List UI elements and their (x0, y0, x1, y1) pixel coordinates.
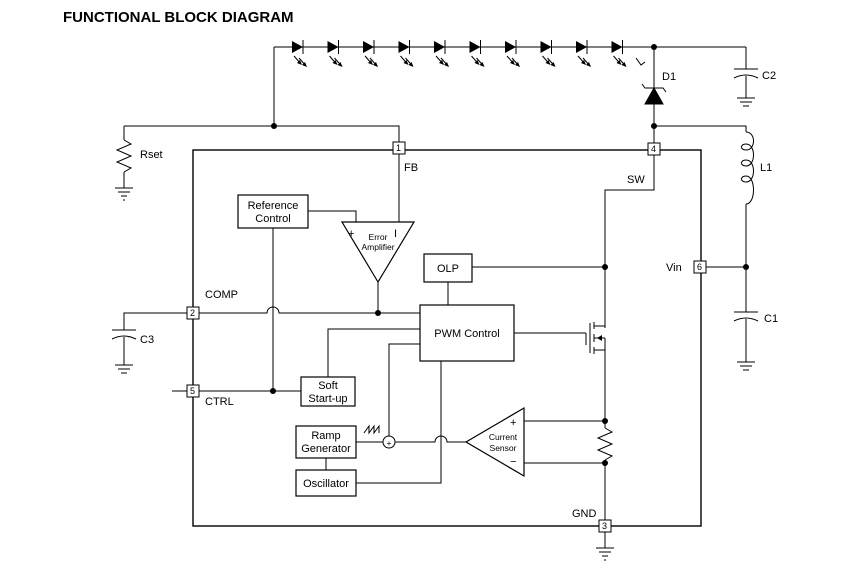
reference-control-line2: Control (255, 213, 290, 225)
junction-dot (375, 310, 381, 316)
fb-feedback-wire (124, 125, 400, 147)
led-icon (576, 40, 591, 67)
error-amplifier (340, 221, 416, 284)
pin-comp-label: COMP (205, 289, 238, 301)
junction-dot (270, 388, 276, 394)
svg-text:2: 2 (190, 308, 195, 318)
olp-label: OLP (437, 263, 459, 275)
d1-label: D1 (662, 71, 676, 83)
error-amp-line2: Amplifier (361, 242, 394, 252)
sense-resistor (596, 427, 614, 520)
led-string (274, 40, 746, 67)
pin-vin-label: Vin (666, 262, 682, 274)
pin-fb: 1 (392, 141, 406, 155)
comp-line (199, 306, 420, 314)
soft-startup-line1: Soft (318, 380, 338, 392)
ramp-generator-line2: Generator (301, 443, 351, 455)
led-icon (398, 40, 414, 67)
led-icon (611, 40, 627, 67)
ramp-generator-block (295, 425, 357, 459)
ramp-generator-line1: Ramp (311, 430, 340, 442)
oscillator-block (295, 469, 357, 497)
led-icon (292, 40, 307, 67)
c1-label: C1 (764, 313, 778, 325)
pin-ctrl-label: CTRL (205, 396, 234, 408)
current-sensor-minus: − (510, 456, 516, 468)
sawtooth-icon (363, 424, 380, 435)
c3-label: C3 (140, 334, 154, 346)
pin-gnd: 3 (598, 519, 612, 533)
d1-diode (635, 47, 667, 147)
pwm-control-block (419, 304, 515, 362)
led-icon (505, 40, 520, 67)
softstart-to-pwm-wire (327, 328, 420, 377)
pin-gnd-label: GND (572, 508, 597, 520)
soft-startup-block (300, 376, 356, 407)
sensor-to-summer-wire (395, 435, 466, 443)
error-amp-minus: I (394, 228, 397, 240)
rset-label: Rset (140, 149, 163, 161)
pin-vin: 6 (693, 260, 707, 274)
reference-control-line1: Reference (248, 200, 299, 212)
svg-text:5: 5 (190, 386, 195, 396)
sw-internal-wire (604, 155, 655, 328)
error-amp-line1: Error (369, 232, 388, 242)
junction-dot (651, 44, 657, 50)
pin-sw: 4 (647, 142, 661, 156)
soft-startup-line2: Start-up (308, 393, 347, 405)
svg-text:4: 4 (651, 144, 656, 154)
ref-to-amp-wire (308, 210, 357, 222)
current-sensor-line1: Current (489, 432, 518, 442)
oscillator-label: Oscillator (303, 478, 349, 490)
led-icon (363, 40, 378, 67)
led-icon (540, 40, 556, 67)
pin-sw-label: SW (627, 174, 645, 186)
c1-capacitor (733, 267, 759, 371)
c3-capacitor (111, 312, 187, 374)
svg-text:1: 1 (396, 143, 401, 153)
led-icon (469, 40, 485, 67)
c2-label: C2 (762, 70, 776, 82)
ic-package-outline (192, 149, 702, 527)
pin-ctrl: 5 (186, 384, 200, 398)
osc-to-pwm-wire (356, 361, 442, 484)
current-sensor-line2: Sensor (490, 443, 517, 453)
pin-comp: 2 (186, 306, 200, 320)
diagram-title: FUNCTIONAL BLOCK DIAGRAM (63, 9, 294, 26)
led-icon (434, 40, 449, 67)
error-amp-plus: + (348, 228, 354, 240)
summer-plus: + (387, 438, 392, 448)
svg-text:6: 6 (697, 262, 702, 272)
summer-to-pwm-wire (388, 343, 420, 436)
pwm-control-label: PWM Control (434, 328, 499, 340)
c2-capacitor (733, 47, 759, 107)
svg-text:3: 3 (602, 521, 607, 531)
l1-inductor (741, 131, 754, 267)
led-icon (327, 40, 343, 67)
current-sensor-plus: + (510, 417, 516, 429)
gnd-symbol (596, 532, 614, 561)
rset-resistor (115, 126, 133, 201)
current-sensor (464, 406, 525, 478)
l1-label: L1 (760, 162, 772, 174)
sw-inductor-wire (654, 125, 747, 132)
pin-fb-label: FB (404, 162, 418, 174)
mosfet-switch (514, 322, 606, 354)
